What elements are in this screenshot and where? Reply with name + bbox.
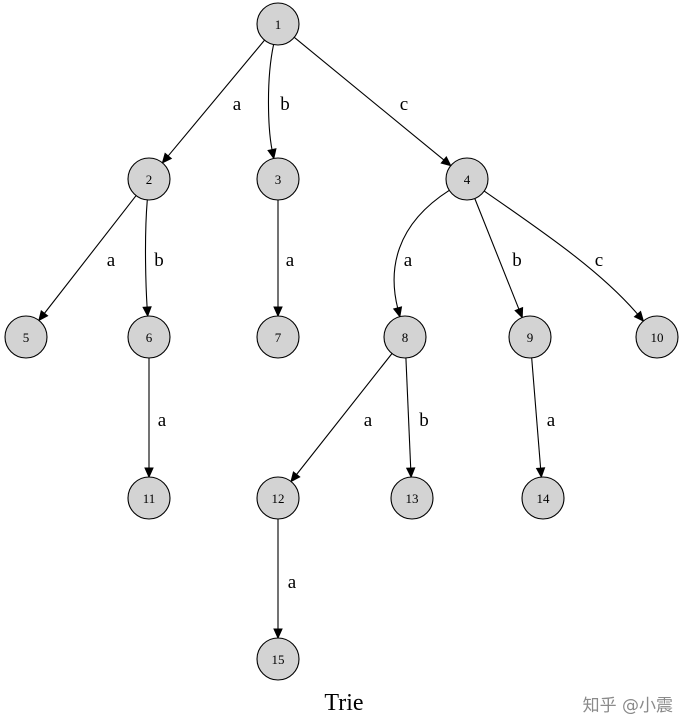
node-label-11: 11 — [143, 491, 156, 506]
node-circle-3 — [256, 157, 300, 201]
watermark: 知乎 @小震 — [582, 696, 673, 716]
arrowhead-4-10 — [633, 310, 645, 322]
node-circle-5 — [4, 315, 48, 359]
arrowhead-1-4 — [440, 155, 452, 167]
node-circle-4 — [445, 157, 489, 201]
edge-label-9-14: a — [547, 410, 556, 431]
edge-9-14 — [531, 357, 542, 470]
edge-label-6-11: a — [158, 410, 167, 431]
node-circle-1 — [256, 2, 300, 46]
arrowhead-3-7 — [273, 306, 283, 318]
node-circle-2 — [127, 157, 171, 201]
trie-node-11: 11 — [127, 476, 171, 520]
node-circle-11 — [127, 476, 171, 520]
node-label-8: 8 — [402, 330, 409, 345]
edges-layer: a b c a b a a b c a a b a a — [38, 36, 645, 640]
trie-node-4: 4 — [445, 157, 489, 201]
node-circle-7 — [256, 315, 300, 359]
edge-4-10 — [483, 190, 639, 316]
trie-node-1: 1 — [256, 2, 300, 46]
arrowhead-12-15 — [273, 628, 283, 640]
edge-label-2-5: a — [107, 250, 116, 271]
node-label-6: 6 — [146, 330, 153, 345]
node-label-9: 9 — [527, 330, 534, 345]
node-circle-12 — [256, 476, 300, 520]
trie-node-14: 14 — [521, 476, 565, 520]
trie-node-5: 5 — [4, 315, 48, 359]
trie-node-2: 2 — [127, 157, 171, 201]
arrowhead-8-13 — [405, 467, 416, 479]
arrowhead-4-9 — [514, 306, 524, 319]
node-label-7: 7 — [275, 330, 282, 345]
trie-node-12: 12 — [256, 476, 300, 520]
node-label-3: 3 — [275, 172, 282, 187]
trie-node-9: 9 — [508, 315, 552, 359]
node-label-10: 10 — [651, 330, 664, 345]
node-label-15: 15 — [272, 652, 285, 667]
trie-node-8: 8 — [383, 315, 427, 359]
arrowhead-6-11 — [144, 467, 154, 479]
trie-node-13: 13 — [390, 476, 434, 520]
trie-node-7: 7 — [256, 315, 300, 359]
node-label-13: 13 — [406, 491, 419, 506]
arrowhead-1-3 — [267, 148, 277, 160]
node-label-12: 12 — [272, 491, 285, 506]
edge-label-4-9: b — [512, 250, 522, 271]
diagram-caption: Trie — [324, 690, 363, 716]
node-label-5: 5 — [23, 330, 30, 345]
edge-label-12-15: a — [288, 572, 297, 593]
node-circle-10 — [635, 315, 679, 359]
arrowhead-1-2 — [161, 152, 173, 164]
trie-node-10: 10 — [635, 315, 679, 359]
arrowhead-9-14 — [535, 467, 546, 479]
node-label-14: 14 — [537, 491, 551, 506]
node-circle-15 — [256, 637, 300, 681]
edge-label-1-3: b — [280, 94, 290, 115]
edge-8-12 — [295, 353, 393, 476]
edge-label-1-4: c — [400, 94, 408, 115]
node-label-1: 1 — [275, 17, 282, 32]
edge-label-3-7: a — [286, 250, 295, 271]
arrowhead-4-8 — [392, 306, 403, 318]
arrowhead-2-6 — [142, 306, 152, 318]
edge-1-4 — [293, 36, 445, 162]
trie-node-3: 3 — [256, 157, 300, 201]
edge-4-8 — [393, 189, 450, 310]
edge-4-9 — [474, 198, 520, 311]
node-circle-8 — [383, 315, 427, 359]
node-label-4: 4 — [464, 172, 471, 187]
arrowhead-8-12 — [290, 471, 301, 483]
arrowhead-2-5 — [38, 310, 49, 322]
edge-label-4-10: c — [595, 250, 603, 271]
node-label-2: 2 — [146, 172, 153, 187]
edge-label-2-6: b — [154, 250, 164, 271]
edge-label-8-13: b — [419, 410, 429, 431]
node-circle-9 — [508, 315, 552, 359]
trie-node-15: 15 — [256, 637, 300, 681]
node-circle-6 — [127, 315, 171, 359]
edge-2-5 — [43, 195, 137, 315]
node-circle-14 — [521, 476, 565, 520]
trie-node-6: 6 — [127, 315, 171, 359]
edge-8-13 — [405, 357, 412, 470]
edge-2-6 — [144, 199, 148, 309]
edge-1-3 — [267, 44, 275, 151]
edge-1-2 — [167, 39, 265, 158]
edge-label-4-8: a — [404, 250, 413, 271]
edge-label-1-2: a — [233, 94, 242, 115]
node-circle-13 — [390, 476, 434, 520]
edge-label-8-12: a — [364, 410, 373, 431]
